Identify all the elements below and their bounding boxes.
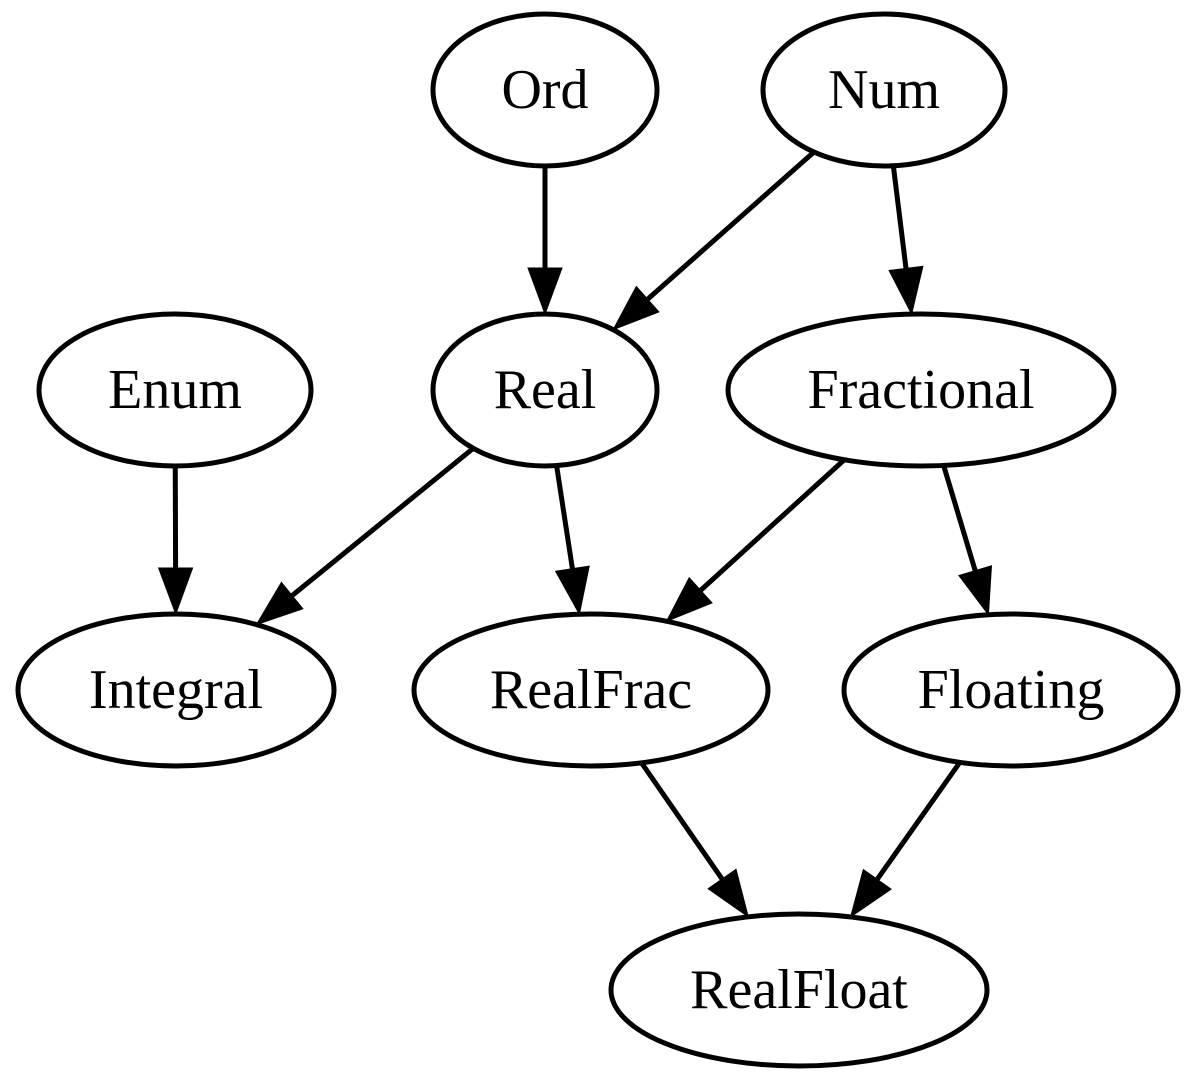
node-ellipse-fractional	[725, 311, 1117, 469]
edge-ord-real	[527, 166, 563, 316]
edge-line	[873, 760, 962, 884]
node-ellipse-num	[760, 11, 1008, 169]
node-label-realfrac: RealFrac	[490, 659, 692, 721]
node-ellipse-floating	[841, 611, 1181, 769]
node-ellipse-realfrac	[411, 611, 771, 769]
edge-num-real	[612, 150, 816, 331]
node-floating: Floating	[841, 611, 1181, 769]
arrowhead-icon	[612, 285, 660, 331]
node-enum: Enum	[36, 311, 314, 469]
node-real: Real	[430, 311, 660, 469]
node-label-floating: Floating	[918, 659, 1105, 721]
edge-line	[288, 446, 475, 600]
edge-fractional-floating	[941, 464, 993, 617]
arrowhead-icon	[255, 581, 304, 626]
edge-line	[890, 165, 909, 272]
edge-line	[554, 465, 576, 573]
edge-realfrac-realfloat	[639, 761, 750, 919]
arrowhead-icon	[527, 267, 563, 316]
node-fractional: Fractional	[725, 311, 1117, 469]
edge-line	[643, 150, 816, 304]
arrowhead-icon	[958, 565, 993, 617]
node-ellipse-realfloat	[608, 911, 990, 1069]
edge-line	[696, 457, 846, 595]
edge-floating-realfloat	[849, 760, 962, 919]
edge-real-realfrac	[554, 465, 590, 616]
node-label-integral: Integral	[89, 659, 263, 721]
node-ellipse-integral	[15, 611, 337, 769]
node-realfloat: RealFloat	[608, 911, 990, 1069]
node-label-num: Num	[828, 59, 940, 121]
node-ellipse-real	[430, 311, 660, 469]
node-realfrac: RealFrac	[411, 611, 771, 769]
arrowhead-icon	[665, 576, 713, 623]
node-num: Num	[760, 11, 1008, 169]
node-label-enum: Enum	[108, 359, 242, 421]
node-ellipse-ord	[430, 11, 660, 169]
edge-fractional-realfrac	[665, 457, 846, 623]
node-integral: Integral	[15, 611, 337, 769]
arrowhead-icon	[554, 565, 590, 616]
edge-num-fractional	[888, 165, 924, 316]
arrowhead-icon	[707, 868, 750, 919]
arrowhead-icon	[157, 567, 194, 616]
arrowhead-icon	[849, 868, 892, 919]
edge-enum-integral	[157, 465, 194, 616]
edge-line	[639, 761, 726, 883]
node-label-real: Real	[494, 359, 597, 421]
edge-line	[941, 464, 979, 575]
node-label-fractional: Fractional	[807, 359, 1034, 421]
edge-real-integral	[255, 446, 475, 626]
node-label-ord: Ord	[501, 59, 588, 121]
arrowhead-icon	[888, 265, 924, 316]
node-label-realfloat: RealFloat	[690, 959, 908, 1021]
node-ellipse-enum	[36, 311, 314, 469]
node-ord: Ord	[430, 11, 660, 169]
